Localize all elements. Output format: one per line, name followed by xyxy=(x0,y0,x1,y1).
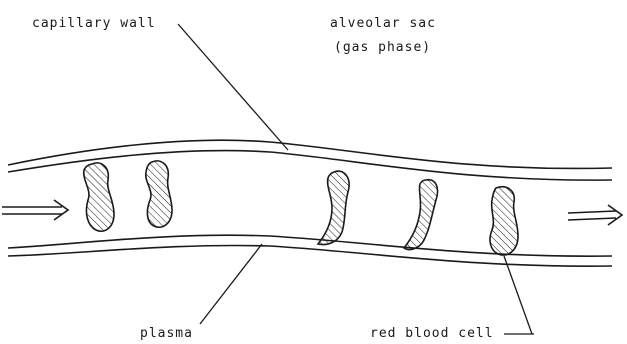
plasma-label: plasma xyxy=(140,326,193,341)
alveolar-sac-label: alveolar sac xyxy=(330,16,436,31)
red-blood-cell-2 xyxy=(146,161,172,227)
inflow-arrow-icon xyxy=(2,200,68,220)
red-blood-cells xyxy=(84,161,518,255)
red-blood-cell-leader xyxy=(504,256,532,334)
capillary-wall-label: capillary wall xyxy=(32,16,156,31)
capillary-wall-leader xyxy=(178,24,288,150)
red-blood-cell-label: red blood cell xyxy=(370,326,494,341)
red-blood-cell-1 xyxy=(84,163,114,231)
red-blood-cell-4 xyxy=(404,180,438,250)
red-blood-cell-3 xyxy=(318,171,349,244)
red-blood-cell-5 xyxy=(490,187,518,255)
leader-lines xyxy=(178,24,534,334)
plasma-leader xyxy=(200,244,262,324)
gas-phase-label: (gas phase) xyxy=(334,40,431,55)
outflow-arrow-icon xyxy=(568,205,622,225)
lower-capillary-wall xyxy=(8,235,612,266)
